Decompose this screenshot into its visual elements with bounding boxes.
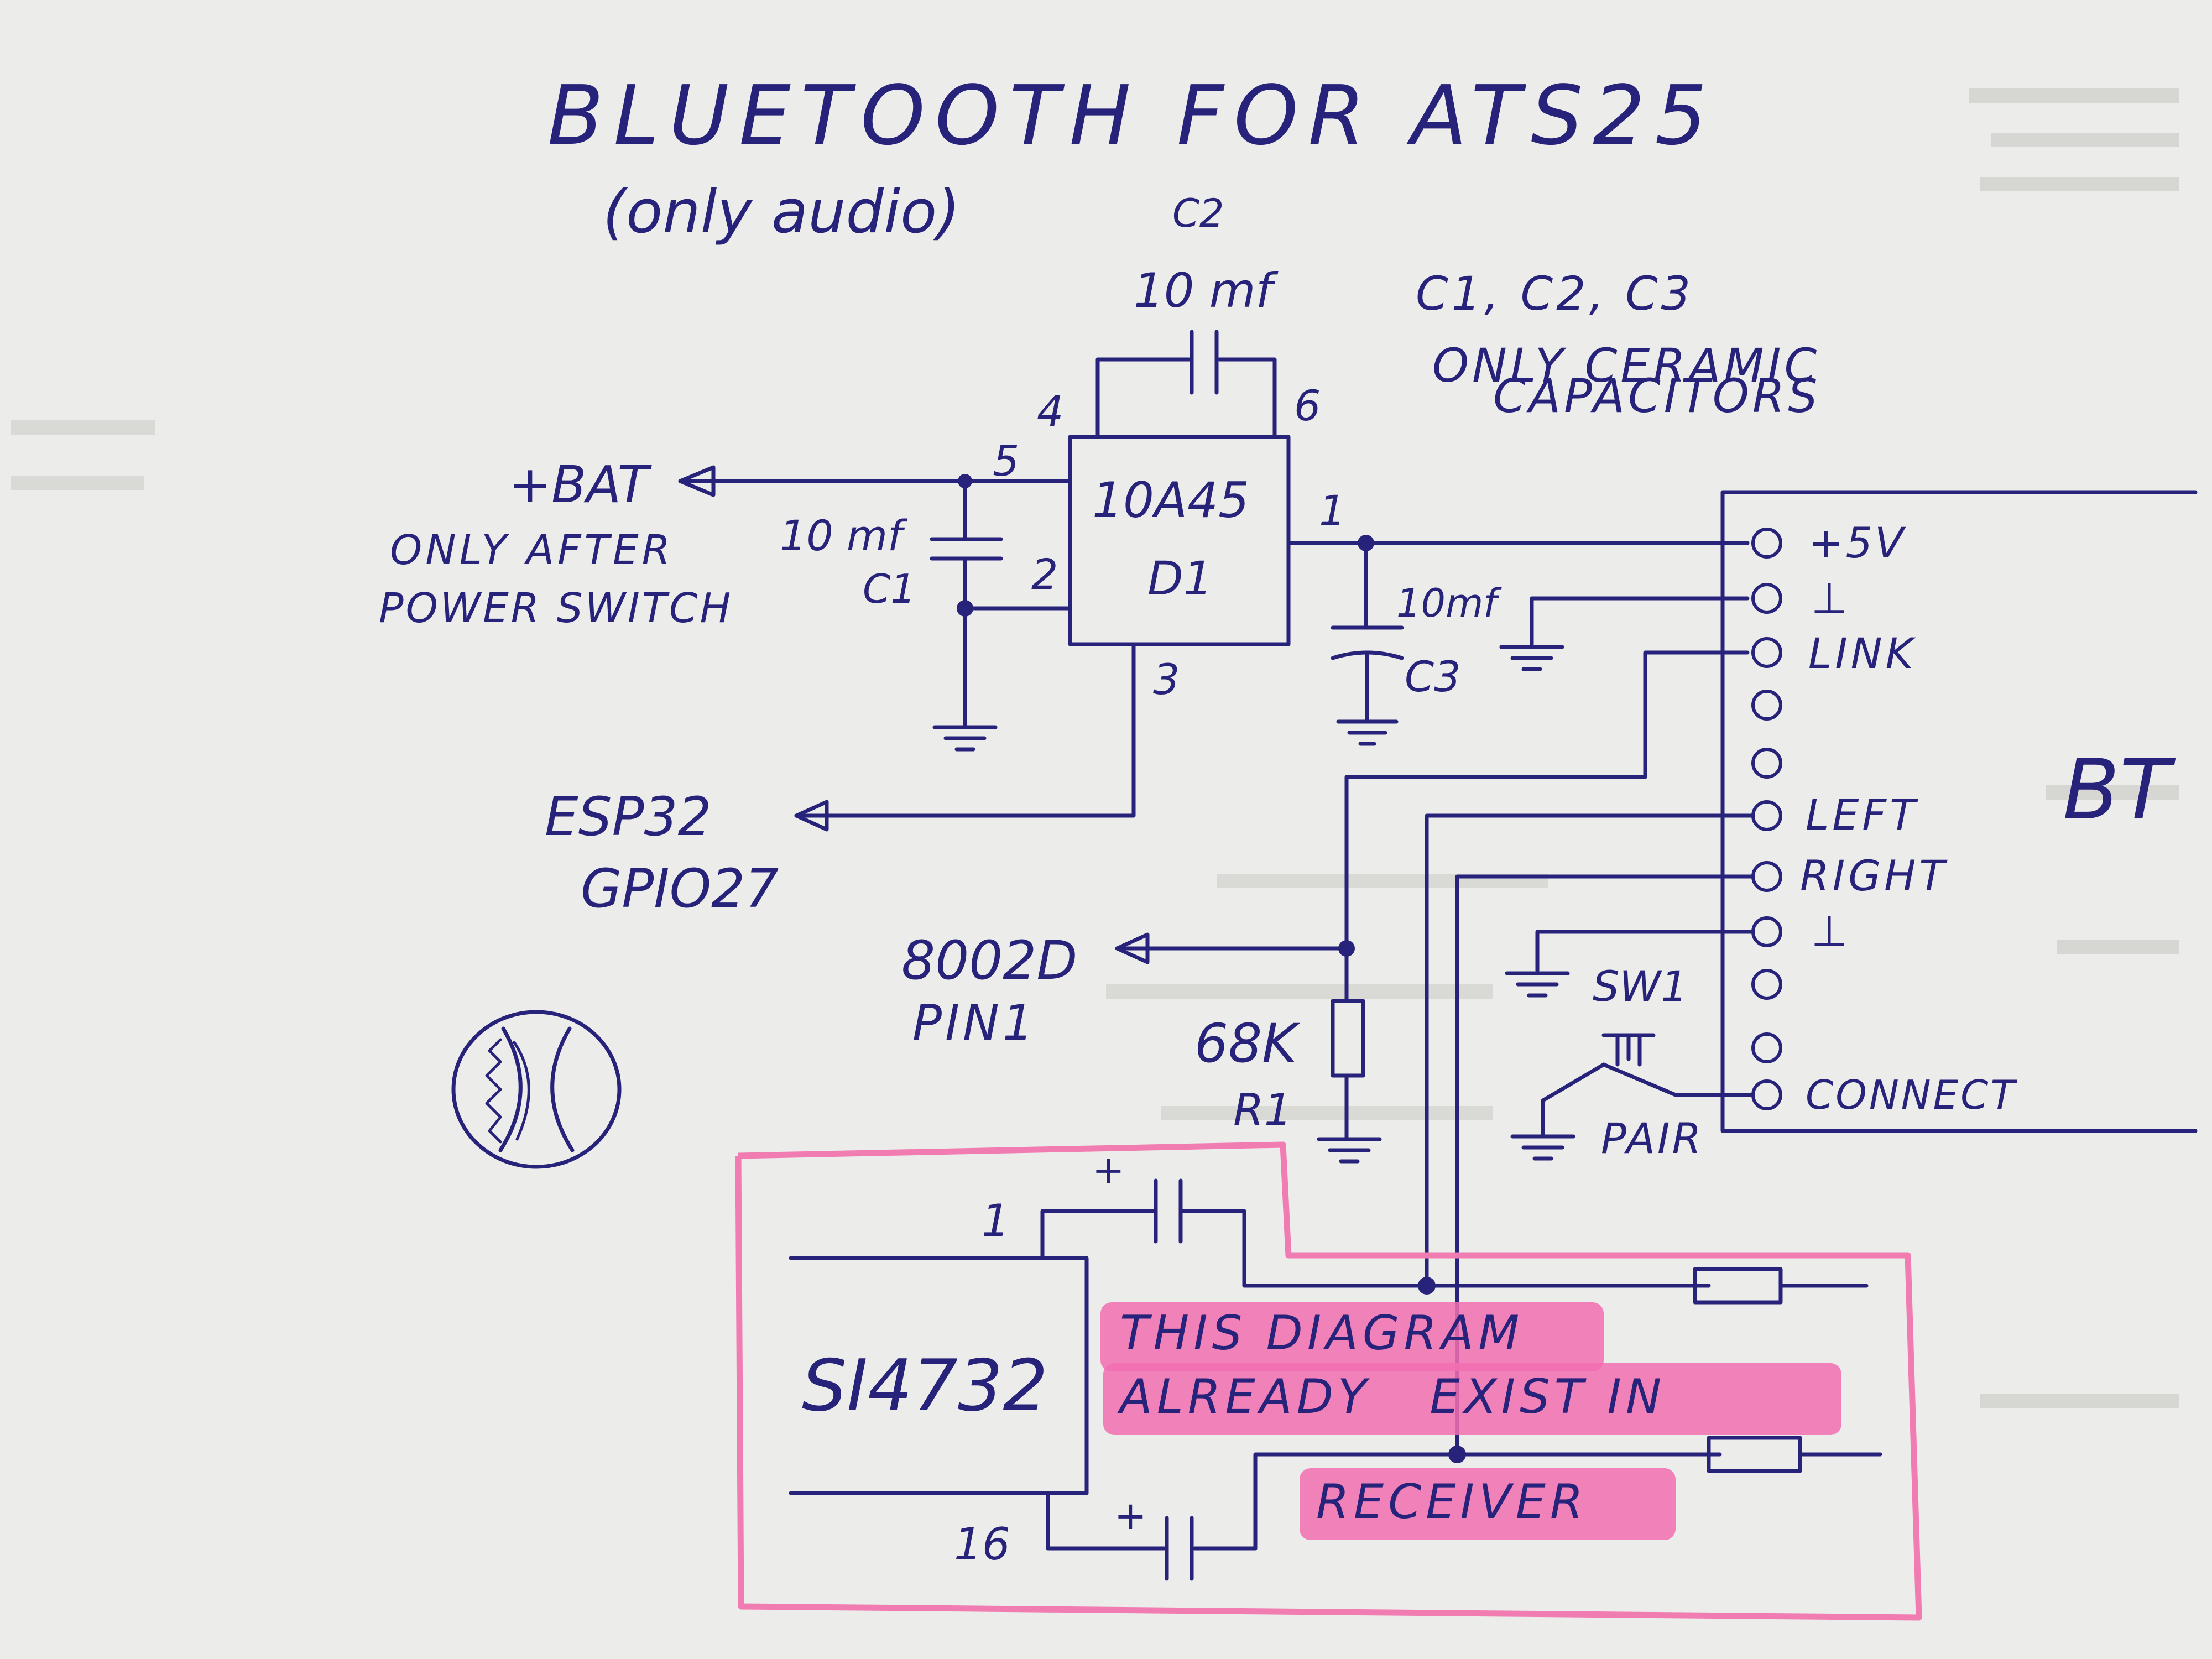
amp-pin: PIN1 (912, 994, 1037, 1051)
bt-pin-label: +5V (1808, 518, 1906, 567)
regulator-part: 10A45 (1092, 472, 1249, 529)
note-line3: RECEIVER (1316, 1474, 1588, 1530)
regulator-pin-5: 5 (993, 436, 1019, 486)
bt-pin-11 (1751, 1079, 1782, 1110)
junction-dot (1448, 1446, 1466, 1463)
right-audio-wire (1455, 874, 1755, 1457)
esp32-arrow-icon (794, 800, 829, 832)
cap-note-line2: ONLY CERAMIC (1432, 338, 1820, 393)
regulator-pin-4: 4 (1037, 387, 1063, 436)
bat-note-line2: POWER SWITCH (379, 585, 733, 632)
bt-module (1720, 490, 2198, 1133)
cap-note-line3: CAPACITORS (1493, 369, 1821, 423)
coupling-cap-bottom (1046, 1436, 1882, 1581)
regulator-pin-6: 6 (1294, 381, 1321, 430)
bt-pin-4 (1751, 690, 1782, 721)
coupling-cap-top (1040, 1178, 1869, 1305)
bt-pins (1751, 528, 1782, 1110)
regulator-pin-3: 3 (1153, 655, 1180, 704)
bt-pin-1 (1751, 528, 1782, 559)
regulator-ref: D1 (1147, 551, 1213, 606)
bt-pin-6 (1751, 800, 1782, 831)
bt-pin-label: ⊥ (1811, 573, 1848, 623)
bottom-cap-plus: + (1114, 1493, 1147, 1538)
page-subtitle: (only audio) (603, 178, 960, 247)
esp32-label: ESP32 (545, 786, 712, 848)
c2-ref: C2 (1172, 191, 1224, 236)
note-line2: ALREADY EXIST IN (1117, 1369, 1666, 1425)
switch-sw1 (1510, 1033, 1755, 1161)
capacitor-c3 (1331, 541, 1404, 746)
amp-arrow-icon (1115, 932, 1150, 964)
c3-value: 10mf (1396, 581, 1502, 626)
bat-note-line1: ONLY AFTER (390, 526, 674, 574)
capacitor-c2 (1095, 330, 1277, 439)
regulator-pin-1: 1 (1319, 486, 1345, 535)
junction-dot (1418, 1277, 1436, 1295)
bt-pin-10 (1751, 1032, 1782, 1063)
bt-pin-7 (1751, 861, 1782, 892)
left-audio-wire (1425, 813, 1755, 1288)
resistor-r1 (1317, 946, 1382, 1164)
bt-pin-3 (1751, 637, 1782, 668)
regulator-pin-2: 2 (1031, 550, 1058, 599)
bt-ground-2 (1499, 596, 1750, 671)
bt-pin-label: LEFT (1806, 790, 1919, 839)
highlight-note: THIS DIAGRAM ALREADY EXIST IN RECEIVER (1100, 1302, 1841, 1540)
sw1-ref: SW1 (1593, 962, 1688, 1011)
c2-value: 10 mf (1134, 263, 1279, 319)
regulator-d1 (1068, 435, 1291, 646)
receiver-frame (735, 1141, 1922, 1621)
page-title: BLUETOOTH FOR ATS25 (547, 68, 1717, 163)
si4732-pin-16: 16 (954, 1519, 1010, 1570)
si4732-name: SI4732 (802, 1345, 1048, 1427)
capacitor-c1 (930, 479, 1072, 752)
junction-dot (957, 600, 973, 617)
bt-ground-8 (1505, 930, 1755, 998)
cap-note-line1: C1, C2, C3 (1416, 267, 1694, 321)
r1-value: 68K (1194, 1013, 1301, 1074)
author-logo-icon (451, 1010, 622, 1169)
bat-label: +BAT (509, 455, 652, 514)
bat-arrow-icon (678, 465, 716, 497)
bt-label: BT (2063, 742, 2176, 838)
link-wire (1344, 650, 1750, 951)
esp32-wire (794, 642, 1136, 818)
c1-ref: C1 (863, 566, 916, 612)
si4732-pin-1: 1 (982, 1195, 1010, 1246)
bt-pin-5 (1751, 748, 1782, 779)
c1-value: 10 mf (780, 511, 908, 560)
amp-label: 8002D (901, 930, 1077, 992)
si4732-chip (789, 1256, 1089, 1495)
paper-bleed-through (11, 88, 2179, 1408)
bt-pin-label: ⊥ (1811, 906, 1848, 956)
esp32-gpio: GPIO27 (581, 858, 779, 920)
r1-ref: R1 (1233, 1084, 1292, 1136)
bt-pin-8 (1751, 916, 1782, 947)
bt-pin-label: CONNECT (1806, 1072, 2017, 1118)
note-line1: THIS DIAGRAM (1120, 1306, 1524, 1361)
bt-pin-labels: +5V ⊥ LINK LEFT RIGHT ⊥ CONNECT (1800, 518, 2017, 1118)
bt-pin-2 (1751, 583, 1782, 614)
bt-pin-label: LINK (1808, 629, 1916, 678)
c3-ref: C3 (1405, 652, 1460, 701)
bt-pin-9 (1751, 969, 1782, 1000)
bt-pin-label: RIGHT (1800, 851, 1948, 900)
top-cap-plus: + (1092, 1147, 1125, 1193)
sw1-label: PAIR (1601, 1114, 1703, 1163)
